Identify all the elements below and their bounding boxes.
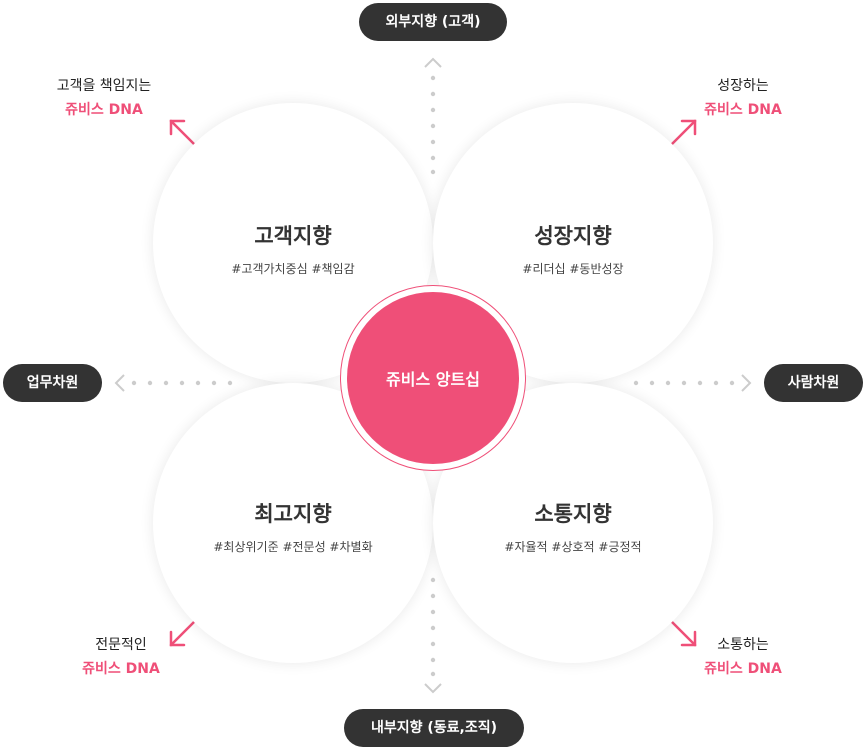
arrow-top-left-icon [169,119,196,146]
axis-label-right: 사람차원 [764,364,863,402]
axis-dots-bottom [430,577,436,677]
chevron-left-icon [114,374,125,392]
arrow-bottom-left-icon [169,620,196,647]
chevron-up-icon [424,57,442,68]
axis-dots-left [131,380,233,386]
petal-title: 성장지향 [534,224,612,248]
corner-caption-bottom-right: 소통하는 쥬비스 DNA [688,633,798,681]
axis-label-bottom: 내부지향 (동료,조직) [344,709,524,747]
petal-title: 소통지향 [534,502,612,526]
petal-tags: #최상위기준 #전문성 #차별화 [213,540,373,554]
corner-caption-line2: 쥬비스 DNA [704,661,782,677]
corner-caption-line1: 고객을 책임지는 [56,78,152,94]
corner-caption-line1: 전문적인 [95,637,147,653]
axis-label-top: 외부지향 (고객) [359,3,507,41]
petal-tags: #고객가치중심 #책임감 [231,262,355,276]
chevron-right-icon [741,374,752,392]
petal-title: 최고지향 [254,502,332,526]
axis-label-left: 업무차원 [3,364,102,402]
corner-caption-line2: 쥬비스 DNA [65,102,143,118]
axis-dots-top [430,75,436,175]
petal-title: 고객지향 [254,224,332,248]
petal-tags: #리더십 #동반성장 [522,262,624,276]
center-label: 쥬비스 앙트십 [386,370,480,389]
chevron-down-icon [424,683,442,694]
corner-caption-line1: 소통하는 [717,637,769,653]
corner-caption-top-right: 성장하는 쥬비스 DNA [688,74,798,122]
petal-tags: #자율적 #상호적 #긍정적 [504,540,642,554]
corner-caption-bottom-left: 전문적인 쥬비스 DNA [66,633,176,681]
arrow-bottom-right-icon [670,620,697,647]
center-circle: 쥬비스 앙트십 [347,292,519,464]
arrow-top-right-icon [670,119,697,146]
axis-dots-right [633,380,735,386]
corner-caption-line1: 성장하는 [717,78,769,94]
corner-caption-top-left: 고객을 책임지는 쥬비스 DNA [30,74,178,122]
corner-caption-line2: 쥬비스 DNA [704,102,782,118]
corner-caption-line2: 쥬비스 DNA [82,661,160,677]
